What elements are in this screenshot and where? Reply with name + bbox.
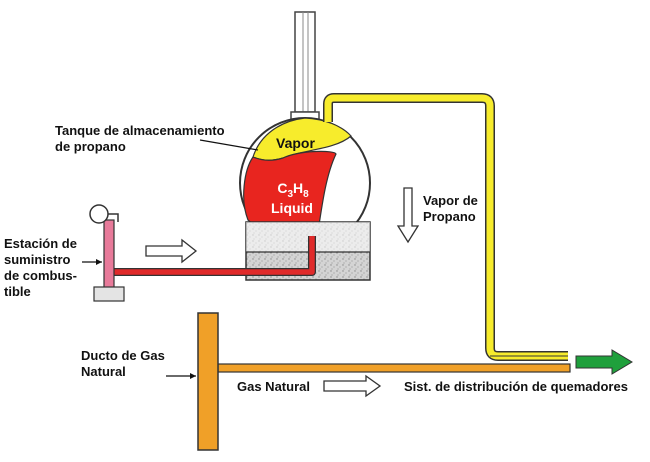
gas-main-duct [197,312,219,451]
gas-natural-label: Gas Natural [237,379,310,394]
vapor-label: Vapor [276,135,315,151]
outlet-arrow-icon [575,349,633,375]
vapor-propano-label: Vapor de Propano [423,193,478,224]
tank-label: Tanque de almacenamiento de propano [55,123,225,154]
vent-stack [290,11,320,123]
liquid-label: Liquid [271,200,313,216]
station-label: Estación de suministro de combus- tible [4,236,77,299]
tank-pointer-line [199,139,259,151]
vapor-pipe [323,93,568,361]
station-pointer [82,259,102,265]
fuel-station [89,204,125,302]
duct-label: Ducto de Gas Natural [81,348,165,379]
natural-gas-pipe [197,312,571,451]
liquid-fill-pipe [110,236,316,276]
gas-flow-arrow-icon [323,374,382,398]
chem-formula: C3H8 [277,180,309,200]
duct-pointer [166,373,196,379]
flow-arrow-right-icon [145,238,198,264]
gauge-icon [89,204,109,224]
flow-arrow-down-icon [396,187,420,244]
burner-system-label: Sist. de distribución de quemadores [404,379,628,394]
